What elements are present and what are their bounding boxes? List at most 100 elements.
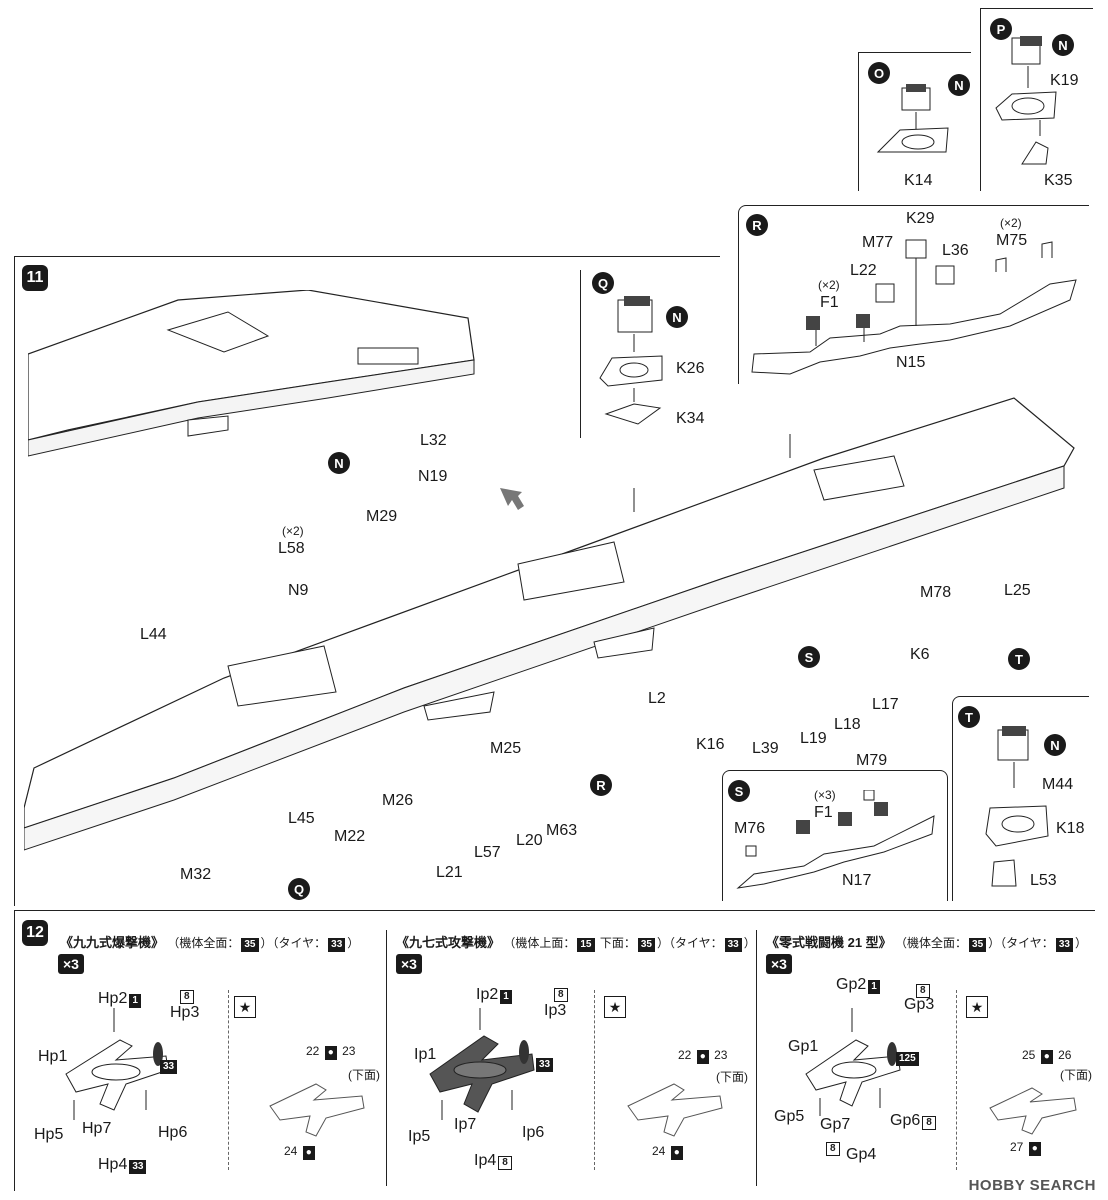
lbl-x2: (×2)	[282, 524, 304, 538]
lbl-S: S	[798, 646, 820, 668]
a3-divider	[956, 990, 957, 1170]
lbl-L18: L18	[834, 716, 861, 733]
panel-R-drawing	[751, 239, 1077, 375]
a1-decal-plane	[269, 1083, 365, 1137]
lbl-M22: M22	[334, 828, 366, 845]
a2-33: 33	[534, 1054, 555, 1072]
a2-decal-under: (下面)	[716, 1070, 748, 1084]
aircraft2-title: 《九七式攻撃機》	[396, 935, 501, 950]
a1-Hp3: Hp3	[170, 1004, 200, 1021]
R-L22: L22	[850, 262, 877, 279]
panel-R-letter: R	[746, 214, 768, 236]
part-K14: K14	[904, 172, 933, 189]
section-divider-1	[386, 930, 387, 1186]
a2-decals: 22 ● 23	[678, 1048, 728, 1064]
aircraft2-drawing	[429, 1008, 535, 1120]
lbl-L21: L21	[436, 864, 463, 881]
a3-8: 8	[914, 980, 932, 998]
aircraft1-title: 《九九式爆撃機》	[60, 935, 165, 950]
step11-frame	[14, 256, 720, 257]
S-M79: M79	[856, 752, 888, 769]
aircraft1-header: 《九九式爆撃機》 （機体全面：35）（タイヤ：33）	[60, 935, 360, 952]
ship-hull-main	[24, 397, 1075, 851]
R-M77: M77	[862, 234, 894, 251]
lbl-R: R	[590, 774, 612, 796]
aircraft3-drawing	[805, 1008, 901, 1116]
panel-P-n: N	[1052, 34, 1074, 56]
a1-decal-under: (下面)	[348, 1068, 380, 1082]
a2-Ip1: Ip1	[414, 1046, 437, 1063]
lbl-L20: L20	[516, 832, 543, 849]
step11-number: 11	[22, 265, 48, 291]
a3-Gp3: Gp3	[904, 996, 935, 1013]
lbl-M78: M78	[920, 584, 952, 601]
a3-decal-27: 27 ●	[1010, 1140, 1043, 1156]
a1-divider	[228, 990, 229, 1170]
part-K35: K35	[1044, 172, 1073, 189]
a1-33: 33	[158, 1056, 179, 1074]
a3-Gp7: Gp7	[820, 1116, 851, 1133]
aircraft2-header: 《九七式攻撃機》 （機体上面：15 下面：35）（タイヤ：33）	[396, 935, 756, 952]
lbl-M32: M32	[180, 866, 212, 883]
a1-Hp5: Hp5	[34, 1126, 64, 1143]
a2-decal-star: ★	[604, 996, 626, 1018]
lbl-M25: M25	[490, 740, 522, 757]
panel-T-letter: T	[958, 706, 980, 728]
panel-Q-drawing	[599, 296, 663, 425]
lbl-L17: L17	[872, 696, 899, 713]
a1-8: 8	[178, 986, 196, 1004]
S-N17: N17	[842, 872, 872, 889]
R-x2a: (×2)	[1000, 216, 1022, 230]
step12-frame	[14, 910, 1095, 1191]
aircraft3-count: ×3	[766, 954, 792, 974]
panel-O-letter: O	[868, 62, 890, 84]
a2-Ip3: Ip3	[544, 1002, 567, 1019]
S-M76: M76	[734, 820, 766, 837]
a1-decal-star: ★	[234, 996, 256, 1018]
a3-Gp4: Gp4	[846, 1146, 877, 1163]
T-L53: L53	[1030, 872, 1057, 889]
ship-hull-top	[28, 290, 475, 457]
a2-divider	[594, 990, 595, 1170]
R-L36: L36	[942, 242, 969, 259]
lbl-L2: L2	[648, 690, 666, 707]
a2-Ip5: Ip5	[408, 1128, 431, 1145]
a2-decal-plane	[627, 1083, 723, 1137]
watermark: HOBBY SEARCH	[968, 1177, 1096, 1194]
panel-Q-letter: Q	[592, 272, 614, 294]
lbl-M29: M29	[366, 508, 398, 525]
panel-T-n: N	[1044, 734, 1066, 756]
lbl-K16: K16	[696, 736, 725, 753]
aircraft3-header: 《零式戦闘機 21 型》 （機体全面：35）（タイヤ：33）	[766, 935, 1087, 952]
a1-Hp6: Hp6	[158, 1124, 188, 1141]
a3-125: 125	[894, 1048, 921, 1066]
lbl-Q: Q	[288, 878, 310, 900]
lbl-L19: L19	[800, 730, 827, 747]
S-x3: (×3)	[814, 788, 836, 802]
step11-left-border	[14, 256, 15, 906]
step12-number: 12	[22, 920, 48, 946]
lbl-L57: L57	[474, 844, 501, 861]
R-F1: F1	[820, 294, 839, 311]
aircraft1-drawing	[65, 1008, 169, 1120]
a2-8: 8	[552, 984, 570, 1002]
panel-T-drawing	[985, 726, 1049, 887]
lbl-L45: L45	[288, 810, 315, 827]
panel-Q-n: N	[666, 306, 688, 328]
lbl-L32: L32	[420, 432, 447, 449]
panel-S-letter: S	[728, 780, 750, 802]
T-M44: M44	[1042, 776, 1074, 793]
a3-Gp5: Gp5	[774, 1108, 805, 1125]
R-x2b: (×2)	[818, 278, 840, 292]
part-K26: K26	[676, 360, 705, 377]
lbl-L58: L58	[278, 540, 305, 557]
aircraft2-count: ×3	[396, 954, 422, 974]
a1-Hp7: Hp7	[82, 1120, 112, 1137]
lbl-L25: L25	[1004, 582, 1031, 599]
lbl-T: T	[1008, 648, 1030, 670]
